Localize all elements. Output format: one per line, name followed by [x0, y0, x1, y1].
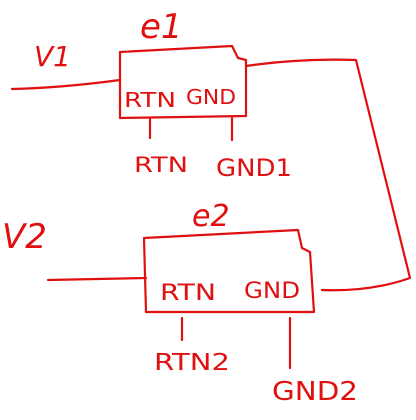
pin-e1-rtn-label: RTN [134, 153, 188, 177]
block-e2-body [142, 228, 316, 314]
pins-e2: RTN2 GND2 [154, 316, 358, 407]
block-e1-rtn-label: RTN [124, 88, 176, 112]
input-v1: V1 [10, 40, 122, 91]
pin-e2-gnd2-label: GND2 [272, 377, 358, 407]
block-e1: e1 RTN GND [118, 7, 248, 120]
input-v1-label: V1 [34, 40, 71, 73]
ground-link-wire [244, 58, 412, 292]
input-v1-wire [10, 78, 122, 91]
pins-e1: RTN GND1 [134, 116, 292, 182]
block-e1-body [118, 44, 248, 120]
block-e2-gnd-label: GND [244, 279, 300, 304]
pin-e1-gnd1-label: GND1 [216, 154, 292, 182]
input-v2-wire [46, 276, 148, 282]
block-e2-label: e2 [192, 199, 230, 234]
block-e1-gnd-label: GND [186, 85, 236, 109]
input-v2-label: V2 [2, 217, 47, 257]
input-v2: V2 [2, 217, 148, 282]
block-e1-label: e1 [140, 7, 183, 47]
block-e2: e2 RTN GND [142, 199, 316, 314]
pin-e2-rtn2-label: RTN2 [154, 350, 230, 376]
block-e2-rtn-label: RTN [160, 281, 216, 306]
